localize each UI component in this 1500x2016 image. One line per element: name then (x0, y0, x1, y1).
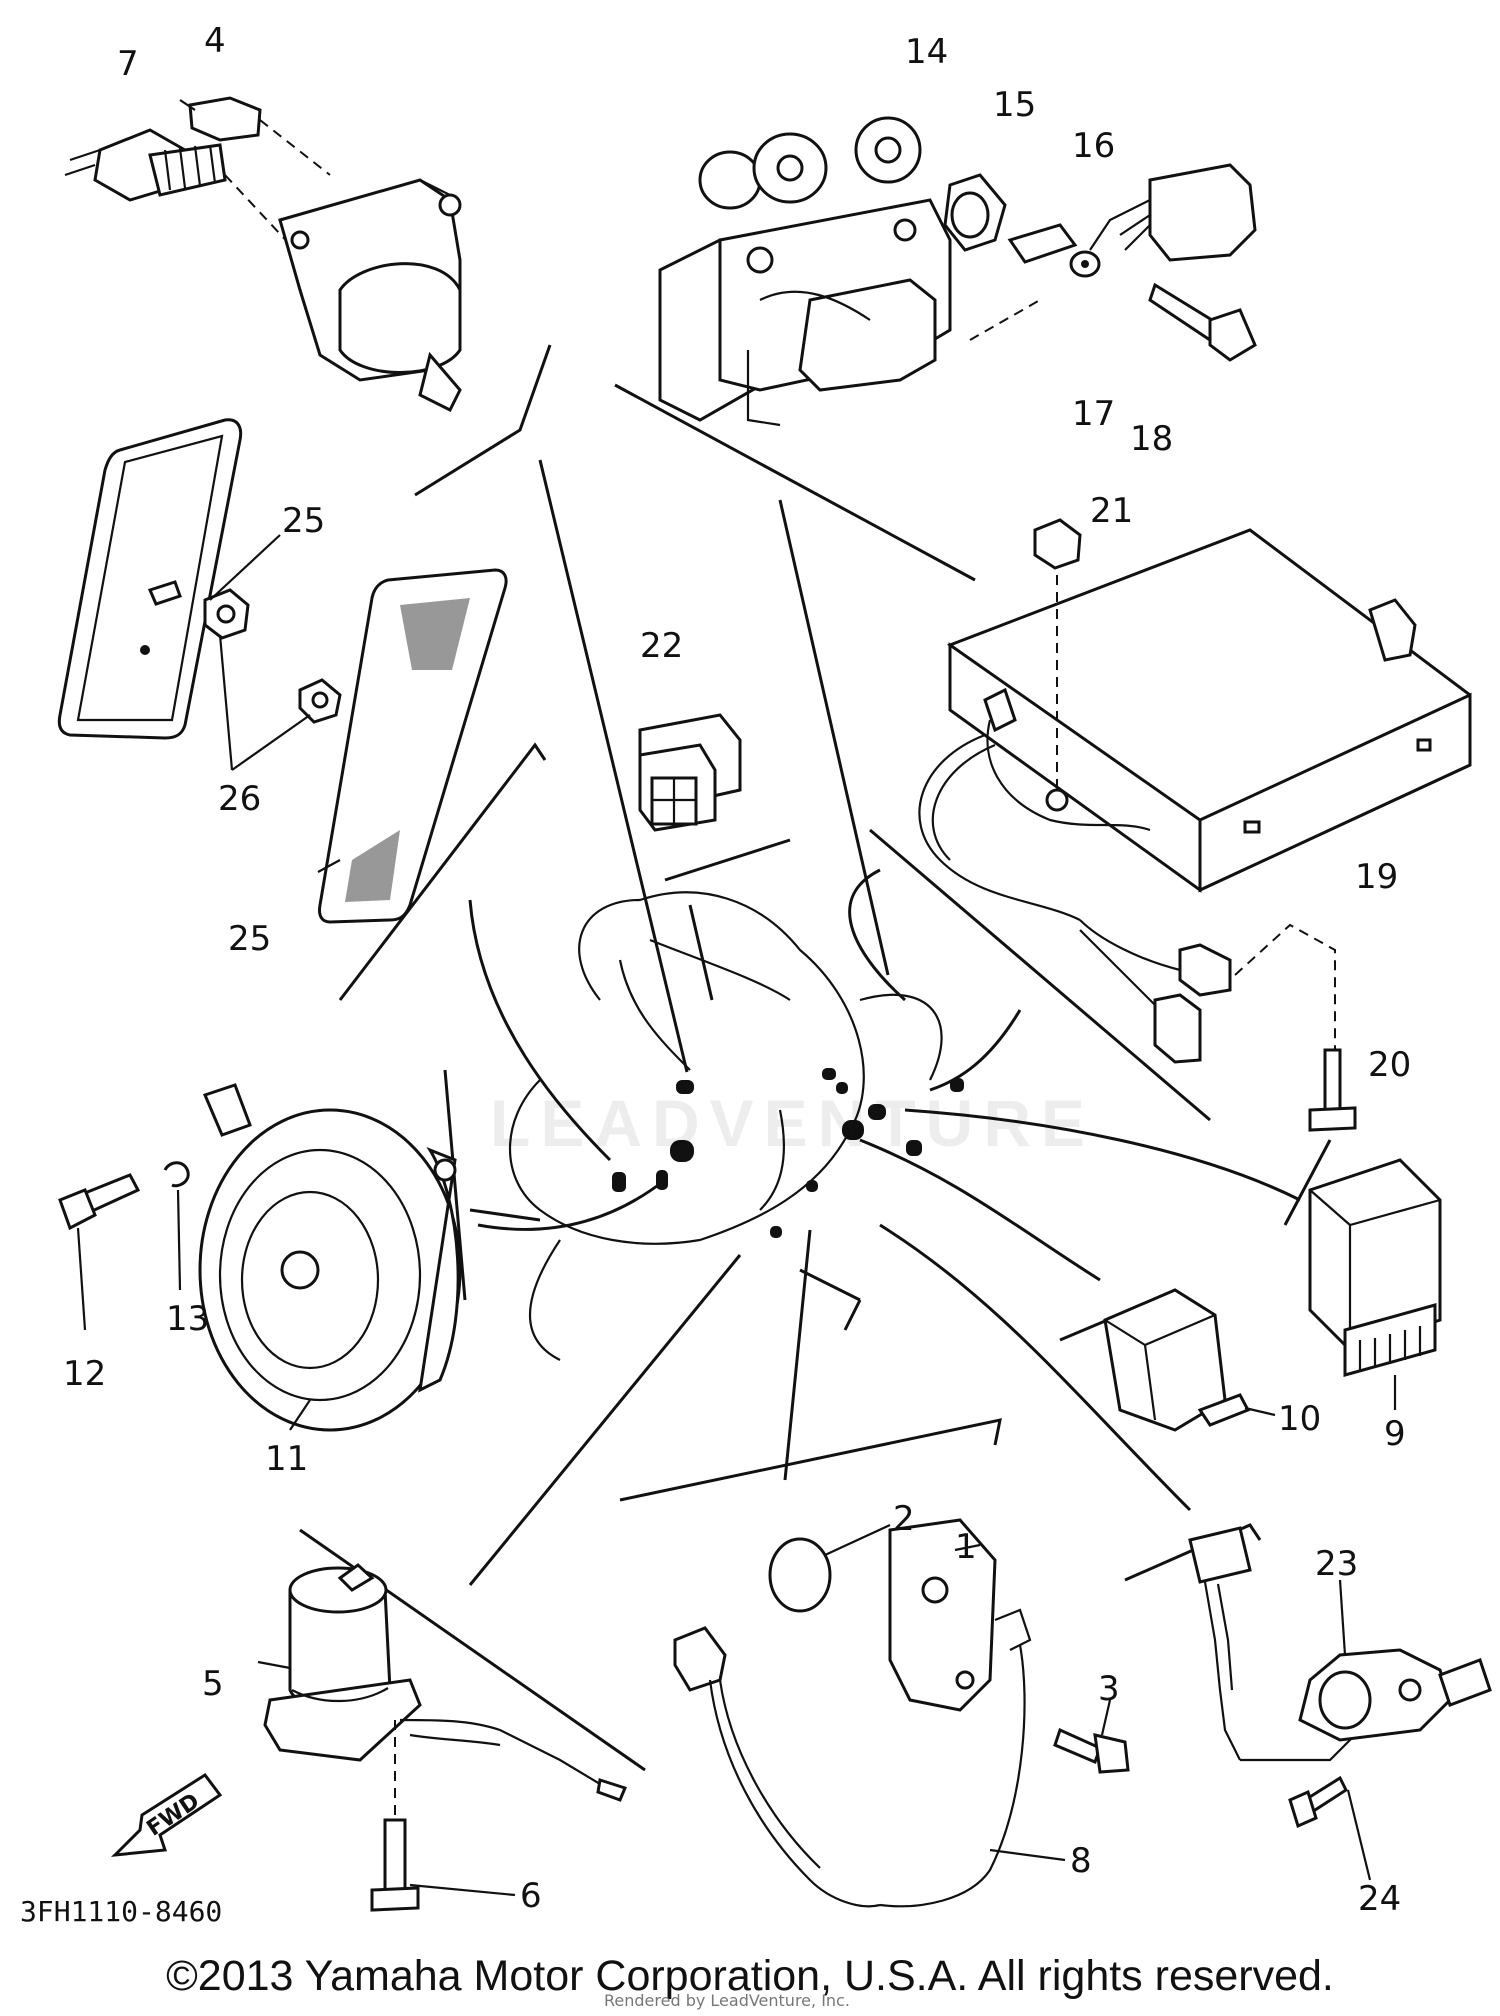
callout-5: 5 (202, 1664, 224, 1704)
horn-11 (198, 1083, 462, 1432)
callout-10: 10 (1278, 1399, 1321, 1439)
leader-8 (989, 1848, 1066, 1862)
leader-6 (409, 1883, 516, 1897)
screw-24 (1288, 1775, 1348, 1829)
leader-26 (218, 634, 311, 771)
reflector-25-bottom (318, 568, 508, 924)
callout-17: 17 (1072, 394, 1115, 434)
reflector-25-top (57, 418, 243, 740)
rendered-by-credit: Rendered by LeadVenture, Inc. (604, 1991, 850, 2010)
callout-24: 24 (1358, 1879, 1401, 1919)
callout-3: 3 (1098, 1669, 1120, 1709)
callout-26: 26 (218, 779, 261, 819)
sensor-4 (179, 96, 331, 251)
cable-19 (918, 733, 1232, 1064)
washer-17 (1069, 250, 1101, 278)
callout-15: 15 (993, 85, 1036, 125)
callout-16: 16 (1072, 126, 1115, 166)
callout-7: 7 (117, 44, 139, 84)
callout-11: 11 (265, 1439, 308, 1479)
sensor-7 (64, 128, 227, 202)
callout-25-bottom: 25 (228, 919, 271, 959)
leader-5 (257, 1660, 291, 1670)
bolt-20 (1234, 923, 1357, 1132)
grommet-15 (943, 173, 1007, 252)
copyright-notice: ©2013 Yamaha Motor Corporation, U.S.A. A… (166, 1952, 1334, 2000)
collar-16 (1007, 223, 1078, 264)
nut-21 (1033, 518, 1082, 790)
callout-12: 12 (63, 1354, 106, 1394)
lead-wire-8 (673, 1626, 1026, 1908)
leader-12 (76, 1227, 87, 1331)
callout-labels: 1 2 3 4 5 6 7 8 9 10 11 12 13 14 15 16 1… (63, 21, 1411, 1919)
callout-14: 14 (905, 32, 948, 72)
leader-24 (1346, 1789, 1372, 1881)
callout-4: 4 (204, 21, 226, 61)
bolt-12 (58, 1173, 141, 1231)
leader-25-bottom (317, 859, 341, 873)
callout-6: 6 (520, 1876, 542, 1916)
callout-13: 13 (166, 1299, 209, 1339)
callout-18: 18 (1130, 419, 1173, 459)
diagram-code: 3FH1110-8460 (20, 1895, 223, 1928)
callout-21: 21 (1090, 491, 1133, 531)
leader-23 (1338, 1579, 1347, 1656)
nut-26-b (298, 678, 342, 724)
actuator-assembly-14 (658, 116, 952, 427)
callout-22: 22 (640, 626, 683, 666)
leader-1 (954, 1543, 981, 1552)
fwd-arrow-icon (110, 1772, 223, 1857)
control-unit-19 (946, 528, 1472, 893)
bolt-6 (370, 1720, 420, 1912)
bolt-3 (1053, 1727, 1130, 1774)
callout-25-top: 25 (282, 501, 325, 541)
callout-19: 19 (1355, 857, 1398, 897)
callout-9: 9 (1384, 1414, 1406, 1454)
solenoid-5 (263, 1563, 628, 1802)
horn-lead (469, 1208, 541, 1222)
callout-23: 23 (1315, 1544, 1358, 1584)
washer-13 (163, 1161, 190, 1188)
leader-3 (1100, 1699, 1112, 1736)
relay-9 (1308, 1158, 1442, 1377)
sensor-motor (1089, 163, 1257, 262)
wire-harness (509, 891, 964, 1361)
callout-2: 2 (893, 1499, 915, 1539)
oring-2 (768, 1537, 832, 1613)
callout-20: 20 (1368, 1045, 1411, 1085)
switch-23 (1298, 1648, 1492, 1742)
callout-1: 1 (955, 1527, 977, 1567)
bolt-18 (1148, 282, 1257, 362)
leader-10 (1244, 1406, 1276, 1417)
nut-26-a (147, 580, 250, 640)
callout-8: 8 (1070, 1841, 1092, 1881)
watermark: LEADVENTURE (490, 1086, 1096, 1160)
relay-10 (1103, 1288, 1251, 1432)
dash-guide-14 (969, 299, 1041, 341)
leader-25-top (209, 534, 281, 601)
connector-22 (638, 713, 742, 832)
thermostat-housing (278, 178, 462, 413)
leader-lines (468, 459, 1301, 1586)
sensor-1 (888, 1518, 1032, 1712)
leader-11 (289, 1399, 311, 1431)
leader-13 (176, 1189, 182, 1291)
leader-2 (824, 1524, 891, 1556)
